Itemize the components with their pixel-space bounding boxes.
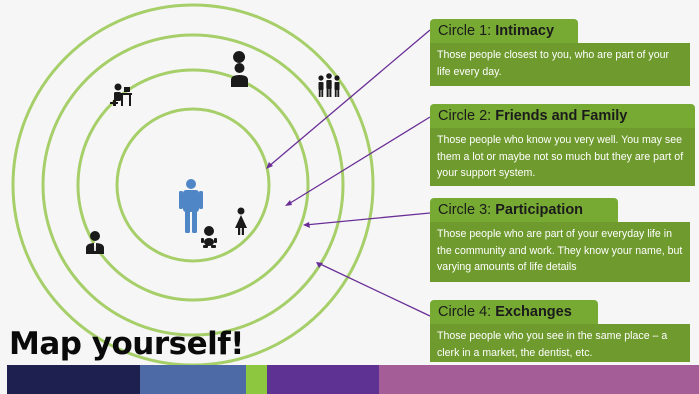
circle-3-prefix: Circle 3: bbox=[438, 202, 492, 218]
arrowhead-4 bbox=[316, 262, 323, 268]
footer-bar-3 bbox=[246, 365, 267, 394]
footer-bar-5 bbox=[379, 365, 699, 394]
arrow-circle-2 bbox=[286, 116, 431, 206]
circle-1-description: Those people closest to you, who are par… bbox=[430, 43, 690, 86]
worker-at-desk-icon bbox=[110, 83, 132, 106]
arrow-circle-1 bbox=[267, 29, 431, 168]
person-center-icon bbox=[179, 179, 203, 233]
woman-icon bbox=[235, 207, 247, 235]
footer-bar-1 bbox=[7, 365, 140, 394]
circle-3-title: Circle 3: Participation bbox=[430, 198, 618, 222]
arrowhead-1 bbox=[266, 162, 273, 169]
footer-bar-2 bbox=[140, 365, 246, 394]
circle-4-description: Those people who you see in the same pla… bbox=[430, 324, 690, 362]
arrow-circle-4 bbox=[317, 262, 431, 317]
circle-2-name: Friends and Family bbox=[495, 108, 628, 124]
arrow-circle-3 bbox=[304, 212, 431, 226]
circle-1-title: Circle 1: Intimacy bbox=[430, 19, 578, 43]
circle-2-description: Those people who know you very well. You… bbox=[430, 128, 695, 186]
circle-4-title: Circle 4: Exchanges bbox=[430, 300, 598, 324]
businesswoman-icon bbox=[231, 51, 248, 87]
circle-2-prefix: Circle 2: bbox=[438, 108, 492, 124]
baby-icon bbox=[201, 226, 217, 248]
ring-1 bbox=[115, 107, 271, 263]
businessman-icon bbox=[86, 231, 104, 254]
circle-4-prefix: Circle 4: bbox=[438, 304, 492, 320]
circle-3-description: Those people who are part of your everyd… bbox=[430, 222, 690, 282]
main-title: Map yourself! bbox=[9, 326, 244, 362]
arrowhead-3 bbox=[303, 222, 310, 228]
ring-2 bbox=[76, 68, 310, 302]
circle-3-name: Participation bbox=[495, 202, 584, 218]
footer-bar-4 bbox=[267, 365, 379, 394]
group-icon bbox=[318, 73, 340, 97]
circle-1-name: Intimacy bbox=[495, 23, 555, 39]
arrowhead-2 bbox=[285, 200, 292, 206]
circle-4-name: Exchanges bbox=[495, 304, 572, 320]
ring-3 bbox=[41, 33, 345, 337]
circle-2-title: Circle 2: Friends and Family bbox=[430, 104, 695, 128]
circle-1-prefix: Circle 1: bbox=[438, 23, 492, 39]
